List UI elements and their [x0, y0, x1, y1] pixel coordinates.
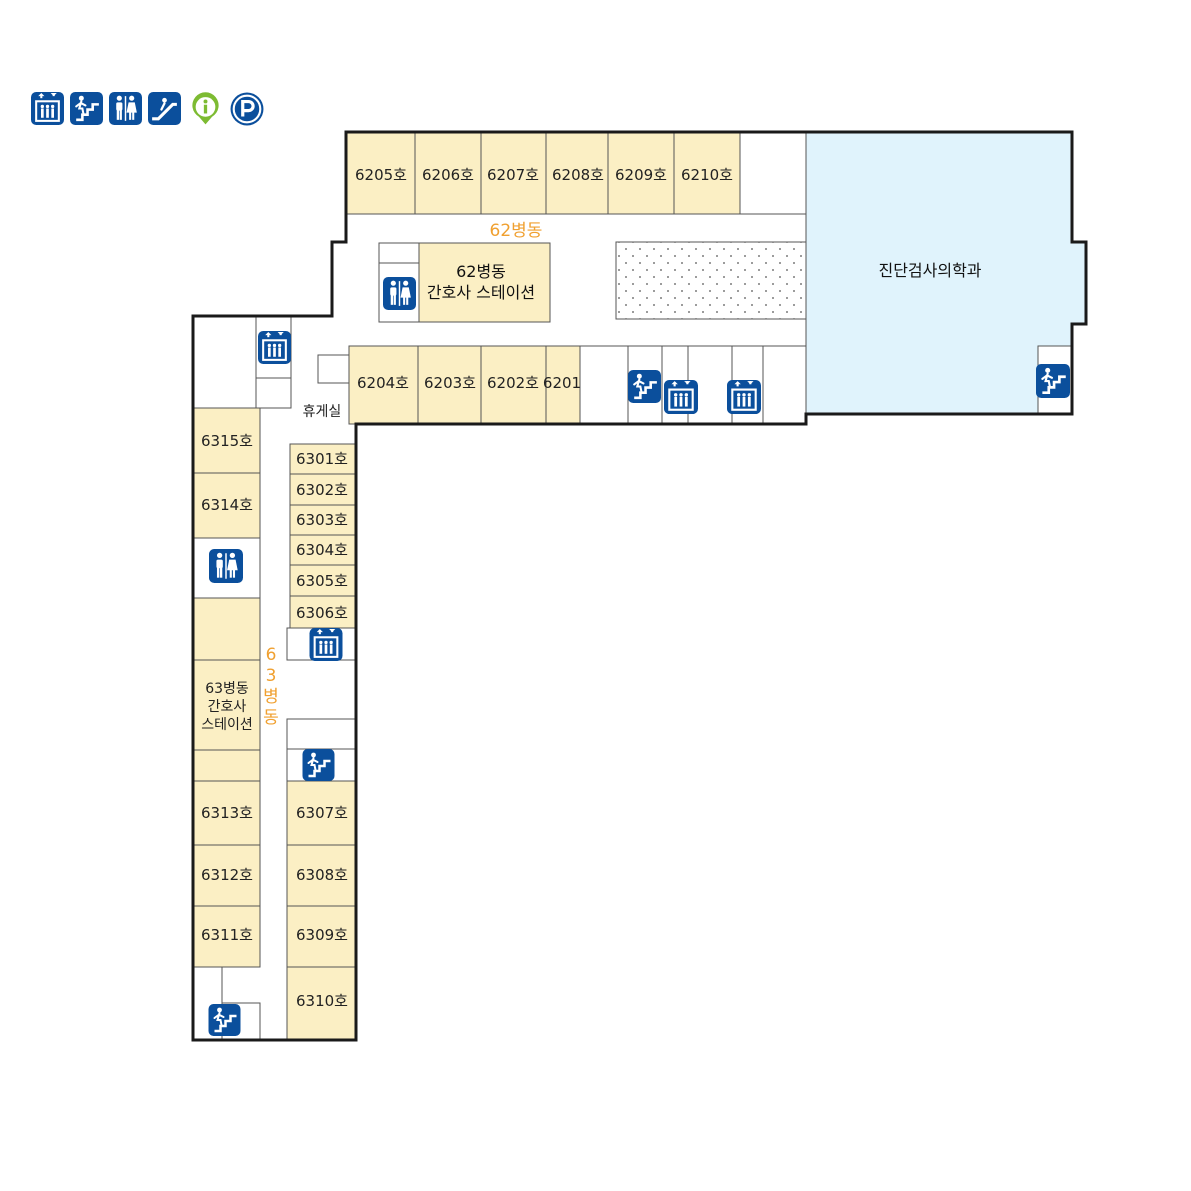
room-6309: 6309호	[296, 926, 348, 944]
room-6206: 6206호	[422, 166, 474, 184]
room-6313: 6313호	[201, 804, 253, 822]
svg-text:동: 동	[263, 708, 279, 728]
right-column-rooms	[286, 443, 356, 1040]
room-6306: 6306호	[296, 604, 348, 622]
atrium-void	[615, 241, 807, 320]
ward-62-label: 62병동	[490, 221, 543, 241]
room-6302: 6302호	[296, 481, 348, 499]
room-6312: 6312호	[201, 866, 253, 884]
room-6303: 6303호	[296, 511, 348, 529]
elevator-icon	[309, 628, 343, 661]
lounge-label: 휴게실	[303, 404, 342, 420]
ward-63-label: 6 3 병 동	[263, 645, 279, 728]
diagnostic-label: 진단검사의학과	[878, 261, 981, 280]
station-62-line2: 간호사 스테이션	[427, 283, 535, 302]
building-walls	[191, 130, 1088, 1042]
room-6315: 6315호	[201, 432, 253, 450]
room-6305: 6305호	[296, 572, 348, 590]
room-6314: 6314호	[201, 496, 253, 514]
room-6301: 6301호	[296, 450, 348, 468]
escalator-icon	[148, 92, 181, 125]
room-6201: 6201	[543, 374, 581, 392]
room-6203: 6203호	[424, 374, 476, 392]
restroom-icon	[109, 92, 142, 125]
svg-text:6: 6	[266, 645, 277, 665]
room-6204: 6204호	[357, 374, 409, 392]
stairs-icon	[70, 92, 103, 125]
svg-text:병: 병	[263, 687, 279, 707]
station-63-line3: 스테이션	[201, 717, 253, 733]
stairs-icon	[302, 749, 335, 781]
legend	[31, 92, 264, 126]
stairs-icon	[1036, 364, 1070, 398]
information-icon	[192, 92, 219, 125]
elevator-icon	[727, 380, 761, 414]
room-6311: 6311호	[201, 926, 253, 944]
room-6207: 6207호	[487, 166, 539, 184]
stairs-icon	[628, 370, 661, 403]
restroom-icon	[209, 549, 243, 583]
station-63-line1: 63병동	[205, 681, 249, 697]
room-6208: 6208호	[552, 166, 604, 184]
svg-text:3: 3	[266, 666, 277, 686]
station-62-line1: 62병동	[456, 262, 506, 281]
parking-icon	[230, 92, 264, 126]
restroom-icon	[383, 277, 416, 310]
room-6202: 6202호	[487, 374, 539, 392]
room-6210: 6210호	[681, 166, 733, 184]
elevator-icon	[31, 92, 64, 125]
room-6205: 6205호	[355, 166, 407, 184]
elevator-icon	[258, 331, 291, 364]
room-6307: 6307호	[296, 804, 348, 822]
station-63-line2: 간호사	[208, 699, 247, 715]
stairs-icon	[208, 1004, 241, 1036]
room-6209: 6209호	[615, 166, 667, 184]
room-6304: 6304호	[296, 541, 348, 559]
elevator-icon	[664, 380, 698, 414]
room-6310: 6310호	[296, 992, 348, 1010]
left-column-rooms	[193, 407, 261, 1040]
room-6308: 6308호	[296, 866, 348, 884]
